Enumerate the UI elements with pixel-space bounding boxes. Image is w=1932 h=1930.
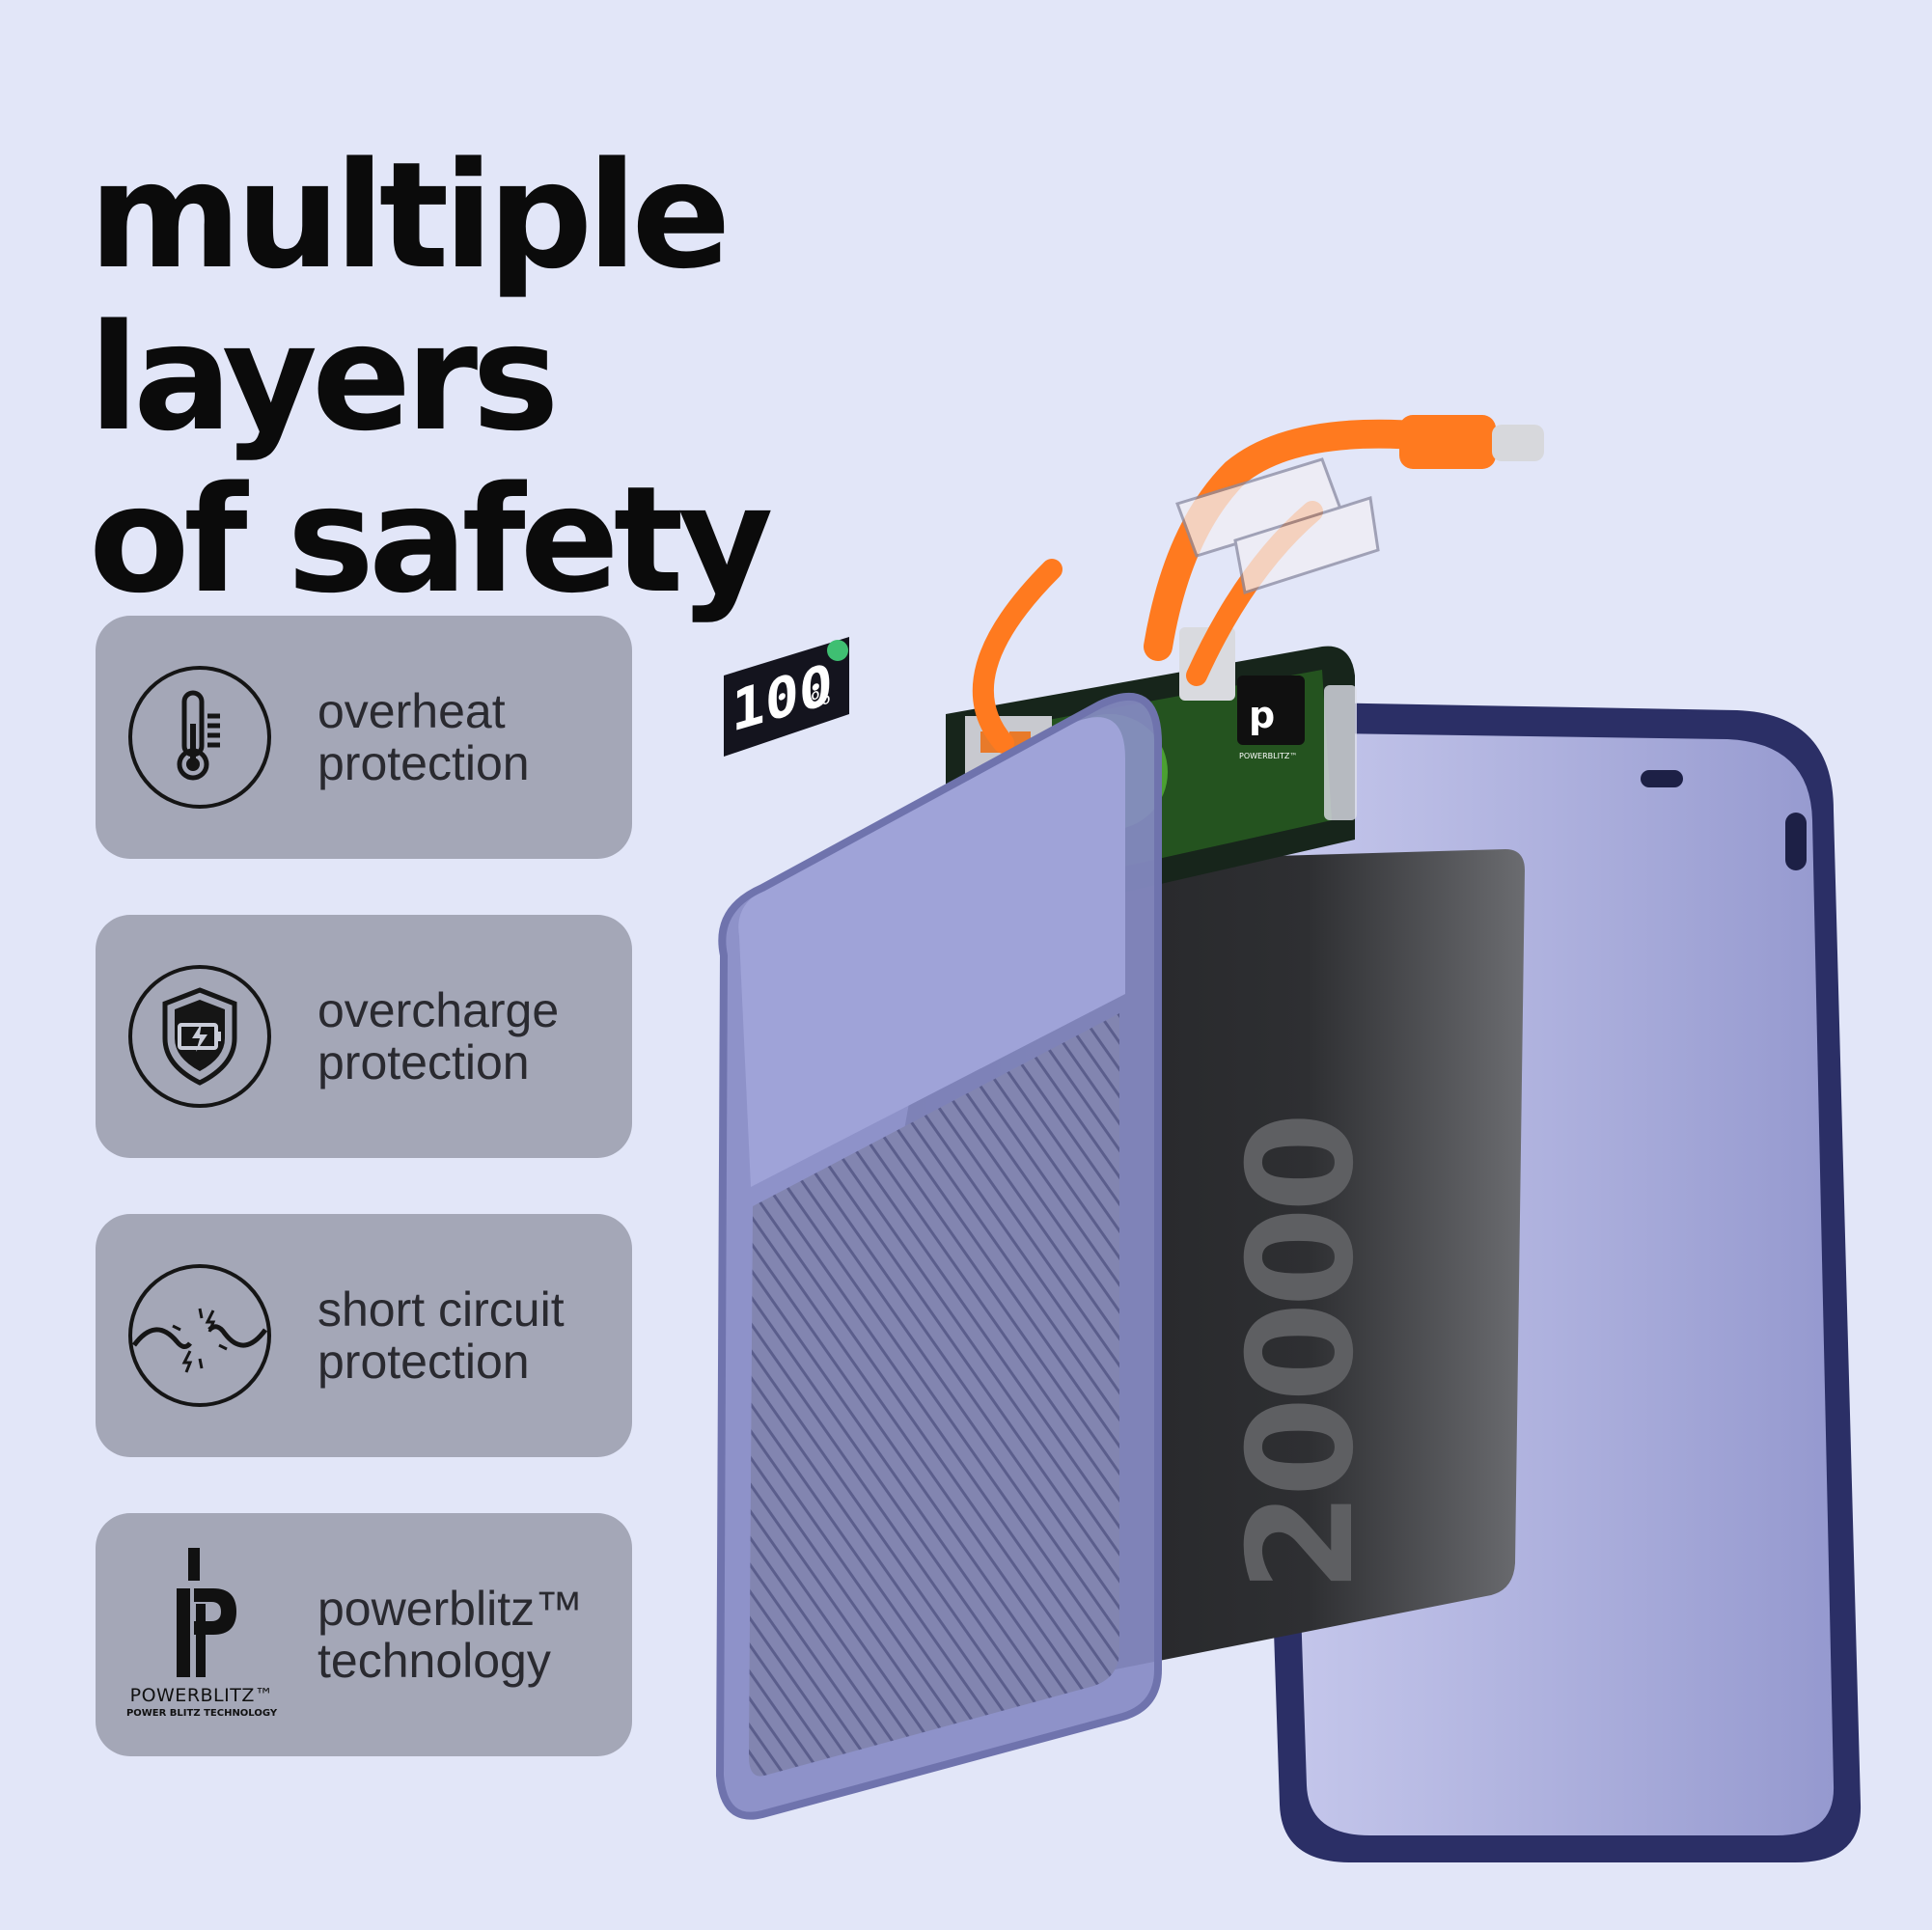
headline-line-1: multiple layers (89, 130, 731, 463)
feature-card-powerblitz: POWERBLITZ™ POWER BLITZ TECHNOLOGY power… (96, 1513, 632, 1756)
feature-label: overcharge protection (317, 984, 559, 1089)
powerblitz-tagline: POWER BLITZ TECHNOLOGY (125, 1708, 278, 1719)
charging-icon (827, 640, 848, 661)
usb-c-connector (1492, 425, 1544, 461)
feature-label: powerblitz™ technology (317, 1583, 583, 1687)
charge-display: 100 % (724, 637, 849, 757)
thermometer-icon (126, 664, 273, 811)
feature-label-line-2: protection (317, 1035, 530, 1089)
cable-head (1399, 415, 1496, 469)
feature-label-line-1: powerblitz™ (317, 1582, 584, 1636)
cable-clip (1175, 457, 1380, 594)
feature-card-overheat: overheat protection (96, 616, 632, 859)
headline-line-2: of safety (89, 455, 773, 625)
feature-label: overheat protection (317, 685, 530, 789)
feature-card-overcharge: overcharge protection (96, 915, 632, 1158)
feature-label-line-1: overcharge (317, 983, 560, 1037)
headline: multiple layers of safety (89, 135, 1150, 621)
short-circuit-icon (126, 1262, 273, 1409)
svg-text:p: p (1249, 694, 1275, 736)
feature-card-short-circuit: short circuit protection (96, 1214, 632, 1457)
feature-label-line-1: overheat (317, 684, 506, 738)
feature-label-line-1: short circuit (317, 1282, 565, 1337)
front-shell (715, 692, 1162, 1820)
display-unit: % (811, 683, 831, 713)
feature-label: short circuit protection (317, 1283, 565, 1388)
power-bank-exploded-view: 20000 p POWERBLITZ™ (656, 222, 1911, 1882)
capacity-print: 20000 (1218, 1117, 1386, 1592)
feature-label-line-2: protection (317, 736, 530, 790)
feature-label-line-2: protection (317, 1335, 530, 1389)
feature-list: overheat protection overcharge protectio… (96, 616, 632, 1812)
pcb-logo: POWERBLITZ™ (1239, 752, 1297, 760)
shield-battery-icon (126, 963, 273, 1110)
powerblitz-wordmark: POWERBLITZ™ (129, 1685, 274, 1706)
feature-label-line-2: technology (317, 1634, 551, 1688)
powerblitz-logo: POWERBLITZ™ POWER BLITZ TECHNOLOGY (117, 1548, 287, 1731)
